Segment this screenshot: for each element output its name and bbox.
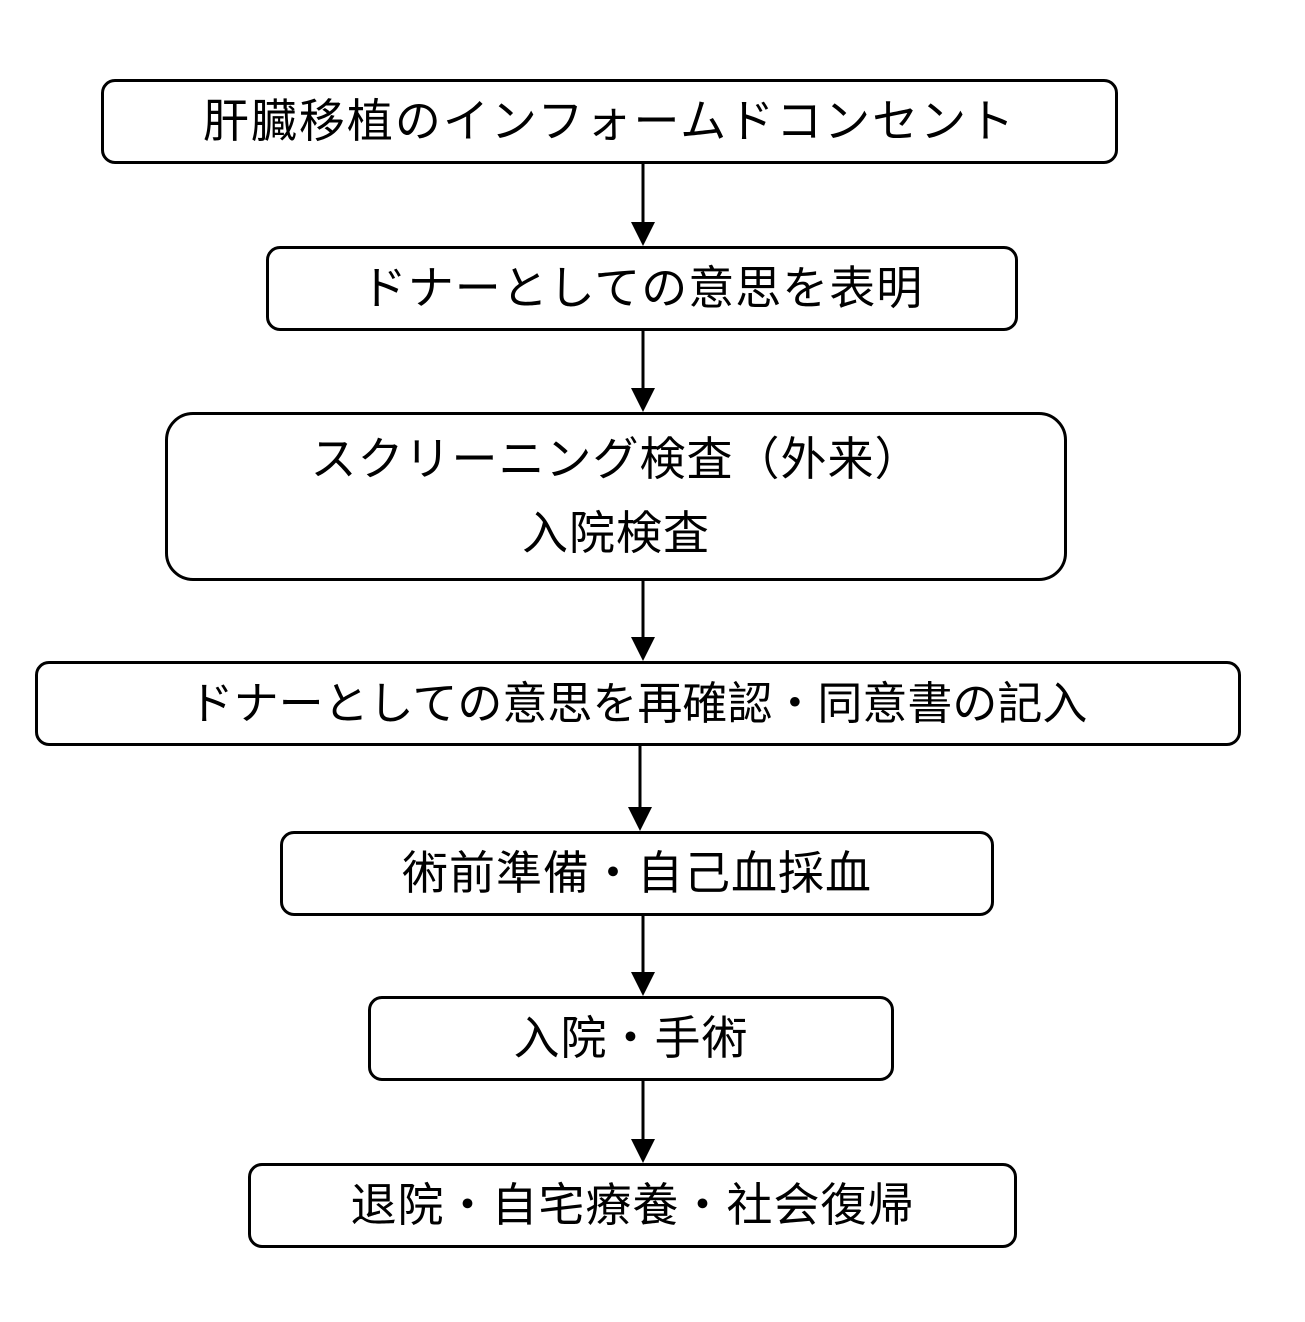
step-donor-intent-label: ドナーとしての意思を表明 (360, 260, 924, 315)
step-informed-consent-box: 肝臓移植のインフォームドコンセント (101, 79, 1118, 164)
step-admission-surgery-box: 入院・手術 (368, 996, 894, 1081)
arrow-step-5-to-6 (631, 916, 655, 996)
arrow-step-6-to-7 (631, 1081, 655, 1163)
step-discharge-label: 退院・自宅療養・社会復帰 (350, 1177, 915, 1232)
step-admission-surgery-label: 入院・手術 (513, 1010, 749, 1065)
step-inpatient-exam-label: 入院検査 (522, 505, 710, 560)
step-reconfirm-consent-box: ドナーとしての意思を再確認・同意書の記入 (35, 661, 1241, 746)
step-screening-outpatient-label: スクリーニング検査（外来） (310, 432, 922, 487)
step-discharge-box: 退院・自宅療養・社会復帰 (248, 1163, 1017, 1248)
step-donor-intent-box: ドナーとしての意思を表明 (266, 246, 1018, 331)
step-preop-prep-box: 術前準備・自己血採血 (280, 831, 994, 916)
arrow-step-3-to-4 (631, 581, 655, 661)
arrow-step-1-to-2 (631, 164, 655, 246)
step-reconfirm-consent-label: ドナーとしての意思を再確認・同意書の記入 (188, 676, 1088, 730)
arrow-step-4-to-5 (628, 746, 652, 831)
step-preop-prep-label: 術前準備・自己血採血 (402, 845, 872, 900)
step-informed-consent-label: 肝臓移植のインフォームドコンセント (202, 93, 1017, 148)
arrow-step-2-to-3 (631, 331, 655, 412)
step-screening-box: スクリーニング検査（外来） 入院検査 (165, 412, 1067, 581)
